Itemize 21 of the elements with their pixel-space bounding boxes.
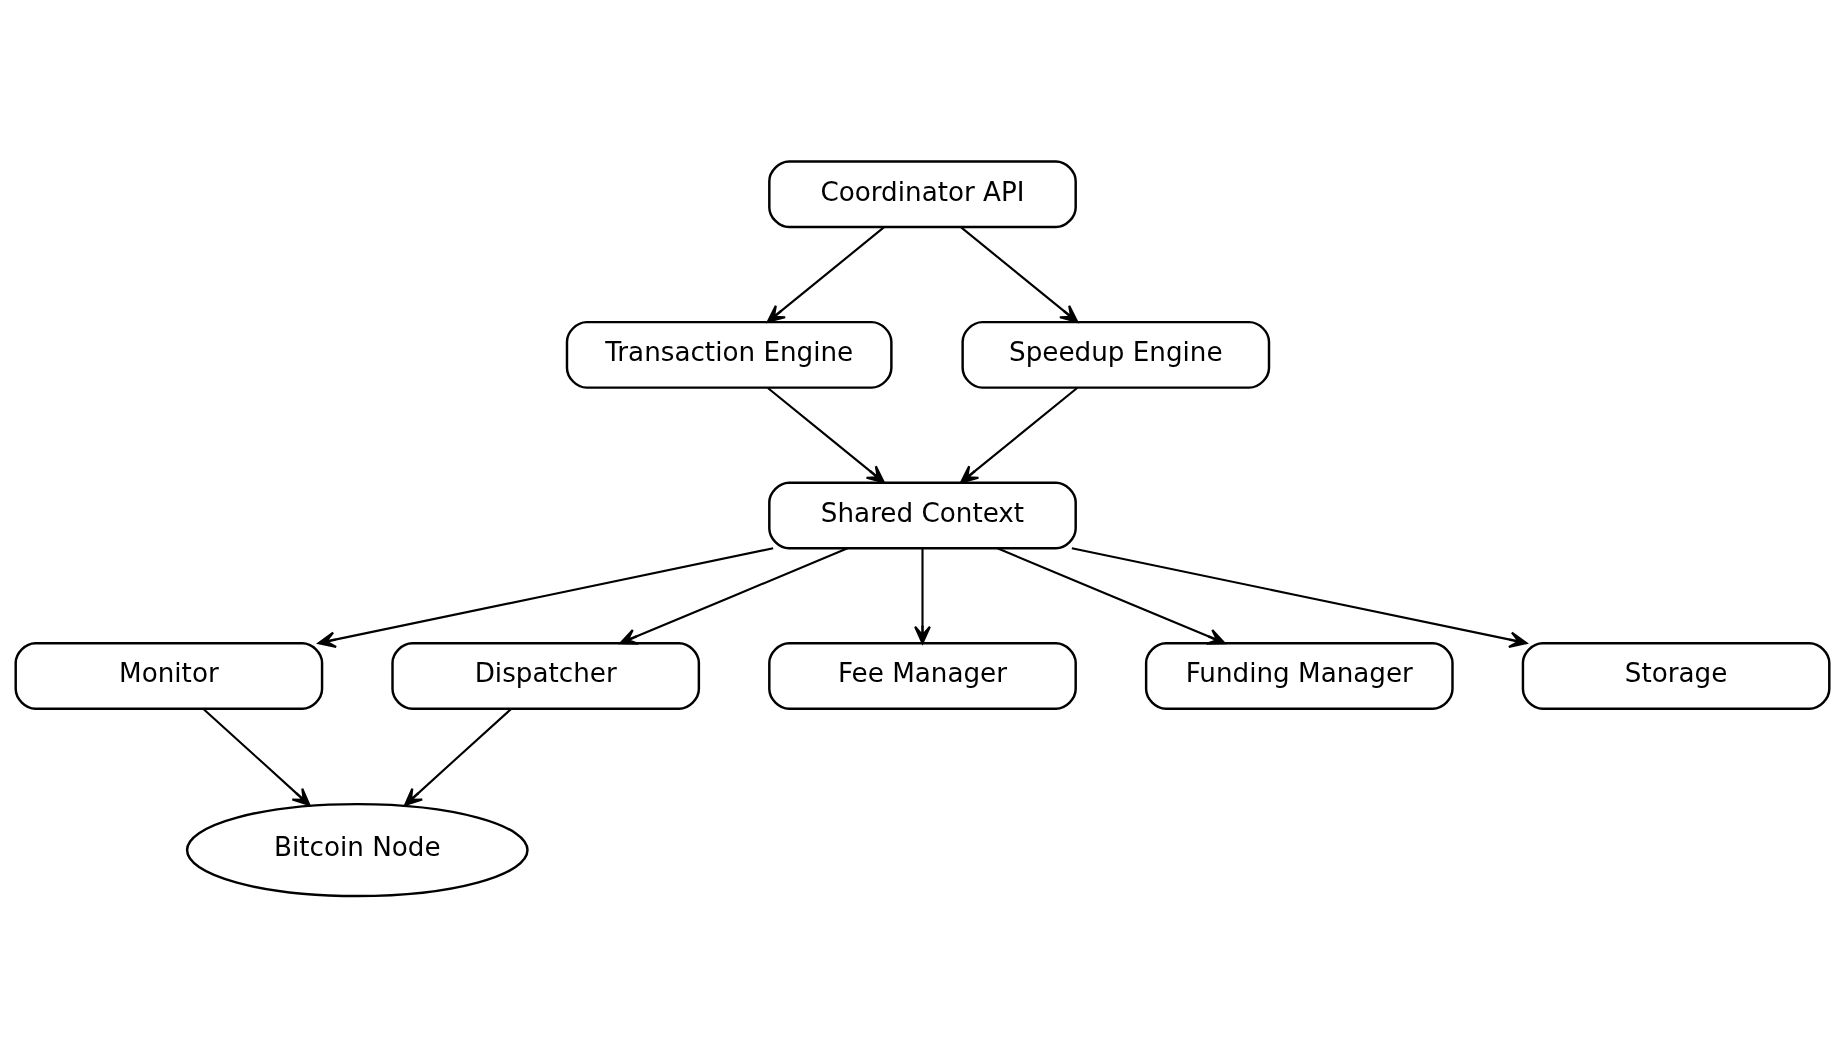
arrow xyxy=(1071,546,1528,648)
node-box: Transaction Engine xyxy=(565,320,893,389)
arrow xyxy=(404,707,512,806)
arrow xyxy=(766,226,885,323)
arrow xyxy=(997,546,1226,645)
arrow xyxy=(619,546,848,645)
node-box: Funding Manager xyxy=(1144,641,1454,710)
node-box: Monitor xyxy=(14,641,324,710)
arrow xyxy=(914,548,931,644)
node-box: Shared Context xyxy=(768,480,1077,549)
arrow xyxy=(767,386,885,483)
arrow xyxy=(960,386,1078,483)
arrow xyxy=(317,546,774,648)
node-box: Fee Manager xyxy=(768,641,1077,710)
node-box: Dispatcher xyxy=(391,641,701,710)
node-box: Storage xyxy=(1521,641,1831,710)
arrow xyxy=(202,707,311,806)
node-box: Coordinator API xyxy=(768,159,1077,228)
node-box: Speedup Engine xyxy=(961,320,1271,389)
arrow xyxy=(960,226,1079,323)
node-ellipse: Bitcoin Node xyxy=(185,802,529,897)
